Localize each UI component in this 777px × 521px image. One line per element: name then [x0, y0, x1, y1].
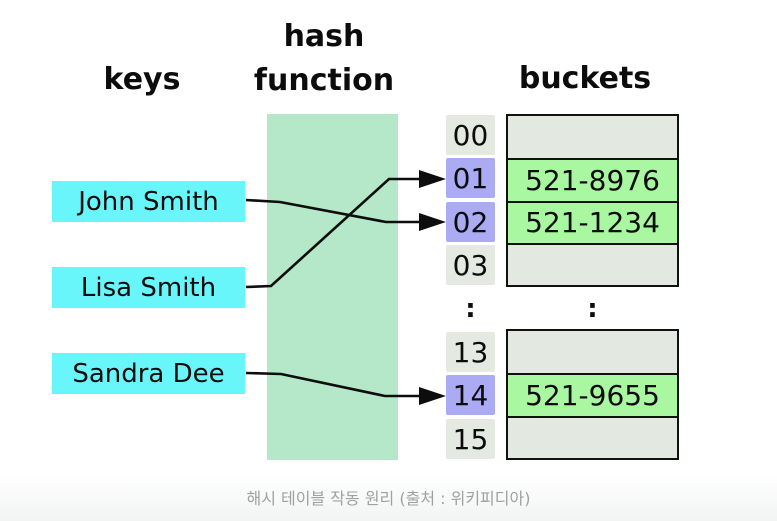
- index-ellipsis: :: [465, 294, 476, 324]
- bucket-index-00: 00: [446, 115, 495, 155]
- hash-function-box: [267, 114, 398, 460]
- buckets-table-bottom: 521-9655: [506, 329, 679, 460]
- bucket-index-14: 14: [446, 375, 495, 415]
- bucket-index-03: 03: [446, 245, 495, 285]
- bucket-row-01: 521-8976: [508, 158, 677, 201]
- key-box-lisa-smith: Lisa Smith: [52, 267, 245, 308]
- bucket-index-13: 13: [446, 332, 495, 372]
- bucket-row-00: [508, 116, 677, 159]
- bucket-index-02: 02: [446, 202, 495, 242]
- hash-function-header: hash function: [224, 15, 424, 103]
- bucket-row-14: 521-9655: [508, 373, 677, 416]
- buckets-ellipsis: :: [587, 294, 598, 324]
- buckets-header: buckets: [518, 61, 652, 96]
- keys-header: keys: [103, 62, 181, 97]
- bucket-index-01: 01: [446, 158, 495, 198]
- hash-function-header-line2: function: [253, 63, 395, 98]
- bucket-row-13: [508, 331, 677, 374]
- bottom-fade: [0, 475, 777, 521]
- bucket-row-03: [508, 242, 677, 285]
- key-box-sandra-dee: Sandra Dee: [52, 353, 245, 394]
- bucket-row-15: [508, 415, 677, 458]
- buckets-table-top: 521-8976 521-1234: [506, 114, 679, 287]
- key-box-john-smith: John Smith: [52, 181, 245, 222]
- image-caption: 해시 테이블 작동 원리 (출처 : 위키피디아): [246, 489, 531, 508]
- bucket-row-02: 521-1234: [508, 200, 677, 243]
- bucket-index-15: 15: [446, 419, 495, 459]
- hash-function-header-line1: hash: [283, 19, 365, 54]
